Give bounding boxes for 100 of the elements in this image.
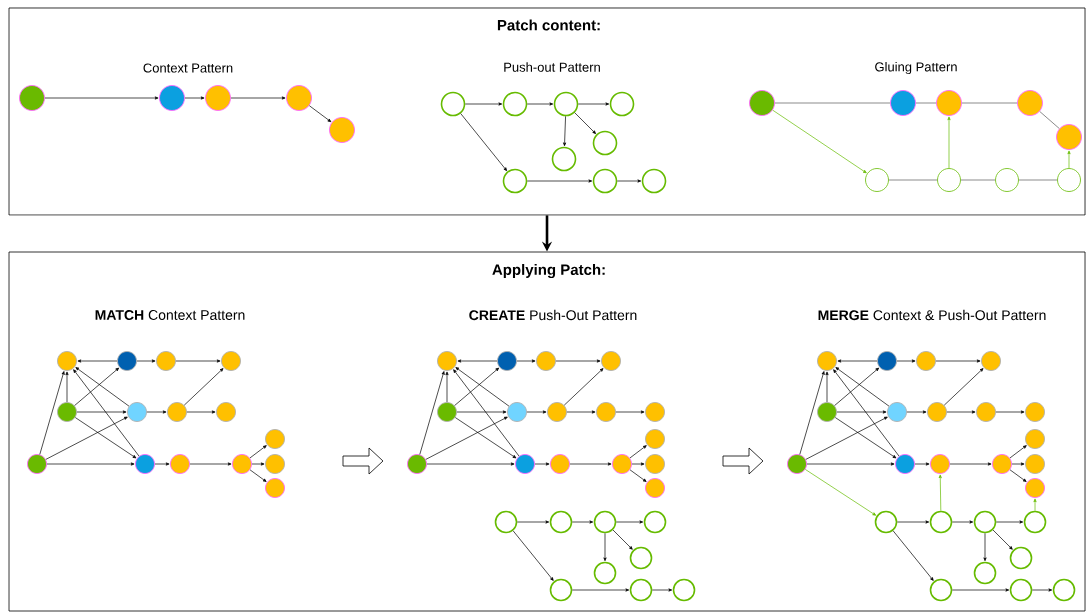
circle-node [216,402,236,422]
connector-line [1039,111,1060,129]
arrow [186,410,216,414]
arrow [943,368,984,406]
arrow [183,368,224,406]
arrow [453,369,520,457]
arrow [892,530,934,581]
circle-node [135,454,155,474]
circle-node [629,546,653,570]
connector-line [774,102,891,104]
arrow [460,113,508,172]
arrow [526,410,547,414]
arrow [577,102,610,106]
circle-node [930,454,950,474]
circle-node [890,90,916,116]
arrow [136,359,156,363]
circle-node [995,168,1019,192]
circle-node [749,90,775,116]
arrow [615,520,644,524]
arrow [837,359,878,363]
pattern-heading: MATCH Context Pattern [95,310,245,320]
circle-node [117,351,137,371]
arrow [799,371,825,455]
arrow [938,474,942,512]
arrow [65,371,69,403]
arrow [454,367,500,406]
arrow [906,410,927,414]
circle-node [1009,546,1033,570]
arrow [896,359,916,363]
circle-node [973,510,997,534]
arrow [76,410,127,414]
circle-node [550,454,570,474]
arrow [569,462,612,466]
arrow [629,469,647,482]
circle-node [437,402,457,422]
circle-node [170,454,190,474]
arrow [249,469,267,482]
arrow [455,367,510,407]
arrow [896,520,930,524]
circle-node [515,454,535,474]
arrow [995,520,1024,524]
arrow [146,410,167,414]
circle-node [1025,429,1045,449]
circle-node [609,91,635,117]
circle-node [205,85,231,111]
arrow [454,417,517,459]
circle-node [127,402,147,422]
circle-node [553,91,579,117]
arrow [947,116,951,169]
arrow [805,416,888,460]
arrow [426,462,515,466]
arrow [574,112,596,134]
arrow [571,520,594,524]
circle-node [936,90,962,116]
arrow [1011,462,1025,466]
arrow [39,371,65,455]
circle-node [1009,578,1033,602]
circle-node [929,578,953,602]
arrow [631,462,645,466]
circle-node [645,478,665,498]
circle-node [593,510,617,534]
arrow [1009,445,1027,459]
arrow [457,359,498,363]
arrow [534,462,550,466]
circle-node [641,168,667,194]
arrow [45,416,128,460]
circle-node [407,454,427,474]
circle-node [159,85,185,111]
arrow [249,445,267,459]
circle-node [286,85,312,111]
arrow [603,532,607,562]
arrow [806,462,895,466]
arrow [75,367,130,407]
arrow [836,410,887,414]
arrow [914,462,930,466]
circle-node [874,510,898,534]
arrow [1031,588,1053,592]
circle-node [329,117,355,143]
arrow [154,462,170,466]
connector-line [960,179,996,181]
circle-node [265,454,285,474]
arrow [825,371,829,403]
arrow [46,462,135,466]
arrow [456,410,507,414]
arrow [526,179,593,183]
circle-node [437,351,457,371]
circle-node [787,454,807,474]
circle-node [981,351,1001,371]
circle-node [672,578,696,602]
arrow [184,96,205,100]
circle-node [27,454,47,474]
circle-node [973,561,997,585]
circle-node [265,478,285,498]
arrow [805,469,877,516]
circle-node [629,578,653,602]
circle-node [865,168,889,192]
circle-node [265,429,285,449]
circle-node [1052,578,1076,602]
arrow [516,359,536,363]
arrow [419,371,445,455]
